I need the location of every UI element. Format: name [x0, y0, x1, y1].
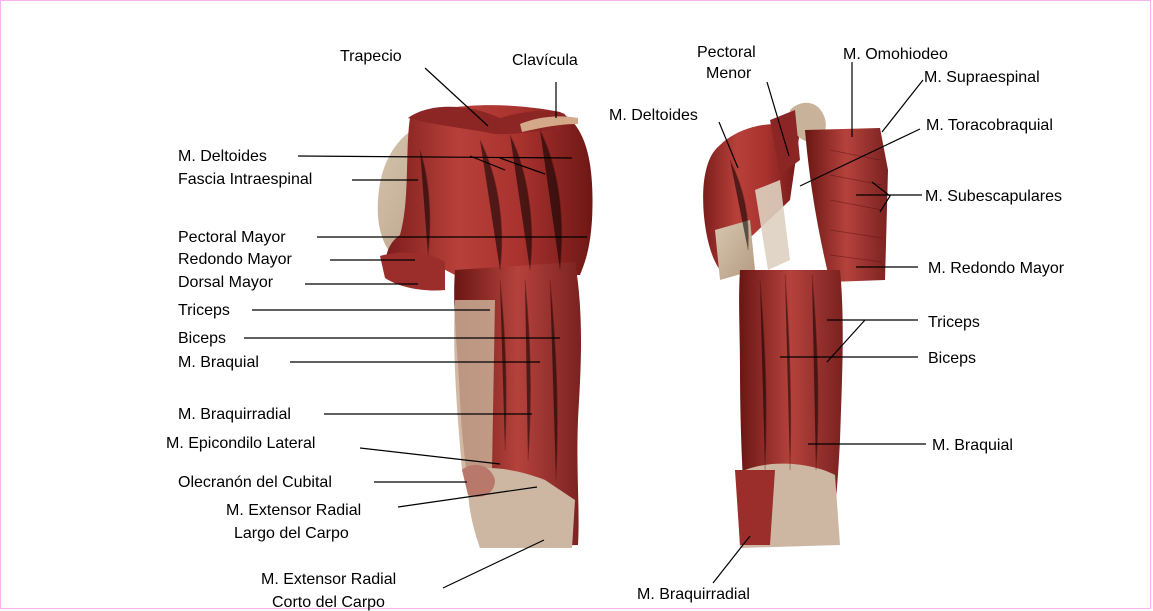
label-braquial-left: M. Braquial [178, 354, 259, 371]
label-biceps-left: Biceps [178, 330, 226, 347]
label-triceps-left: Triceps [178, 302, 230, 319]
label-pectoral-menor-line2: Menor [706, 65, 752, 82]
label-supraespinal: M. Supraespinal [924, 69, 1040, 86]
label-biceps-right: Biceps [928, 350, 976, 367]
label-redondo-mayor-right: M. Redondo Mayor [928, 260, 1065, 277]
label-clavicula: Clavícula [512, 52, 578, 69]
label-toracobraquial: M. Toracobraquial [926, 117, 1053, 134]
label-deltoides-right: M. Deltoides [609, 107, 698, 124]
label-extensor-corto-line2: Corto del Carpo [272, 594, 385, 611]
label-triceps-right: Triceps [928, 314, 980, 331]
label-extensor-largo-line1: M. Extensor Radial [226, 502, 361, 519]
label-trapecio: Trapecio [340, 48, 402, 65]
label-omohiodeo: M. Omohiodeo [843, 46, 948, 63]
label-fascia-intraespinal: Fascia Intraespinal [178, 171, 312, 188]
label-braquirradial-right: M. Braquirradial [637, 586, 750, 603]
label-olecranon: Olecranón del Cubital [178, 474, 332, 491]
forearm-red-shape [735, 470, 775, 545]
triceps-fascia-shape [454, 300, 495, 470]
label-pectoral-mayor: Pectoral Mayor [178, 229, 286, 246]
label-epicondilo-lateral: M. Epicondilo Lateral [166, 435, 315, 452]
label-redondo-mayor-left: Redondo Mayor [178, 251, 293, 268]
label-pectoral-menor-line1: Pectoral [697, 44, 756, 61]
redondo-dorsal-shape [380, 253, 445, 291]
label-dorsal-mayor: Dorsal Mayor [178, 274, 274, 291]
label-subescapulares: M. Subescapulares [925, 188, 1062, 205]
label-deltoides-left: M. Deltoides [178, 148, 267, 165]
label-extensor-largo-line2: Largo del Carpo [234, 525, 349, 542]
label-braquirradial-left: M. Braquirradial [178, 406, 291, 423]
scapula-shape [805, 128, 888, 282]
label-braquial-right: M. Braquial [932, 437, 1013, 454]
label-extensor-corto-line1: M. Extensor Radial [261, 571, 396, 588]
